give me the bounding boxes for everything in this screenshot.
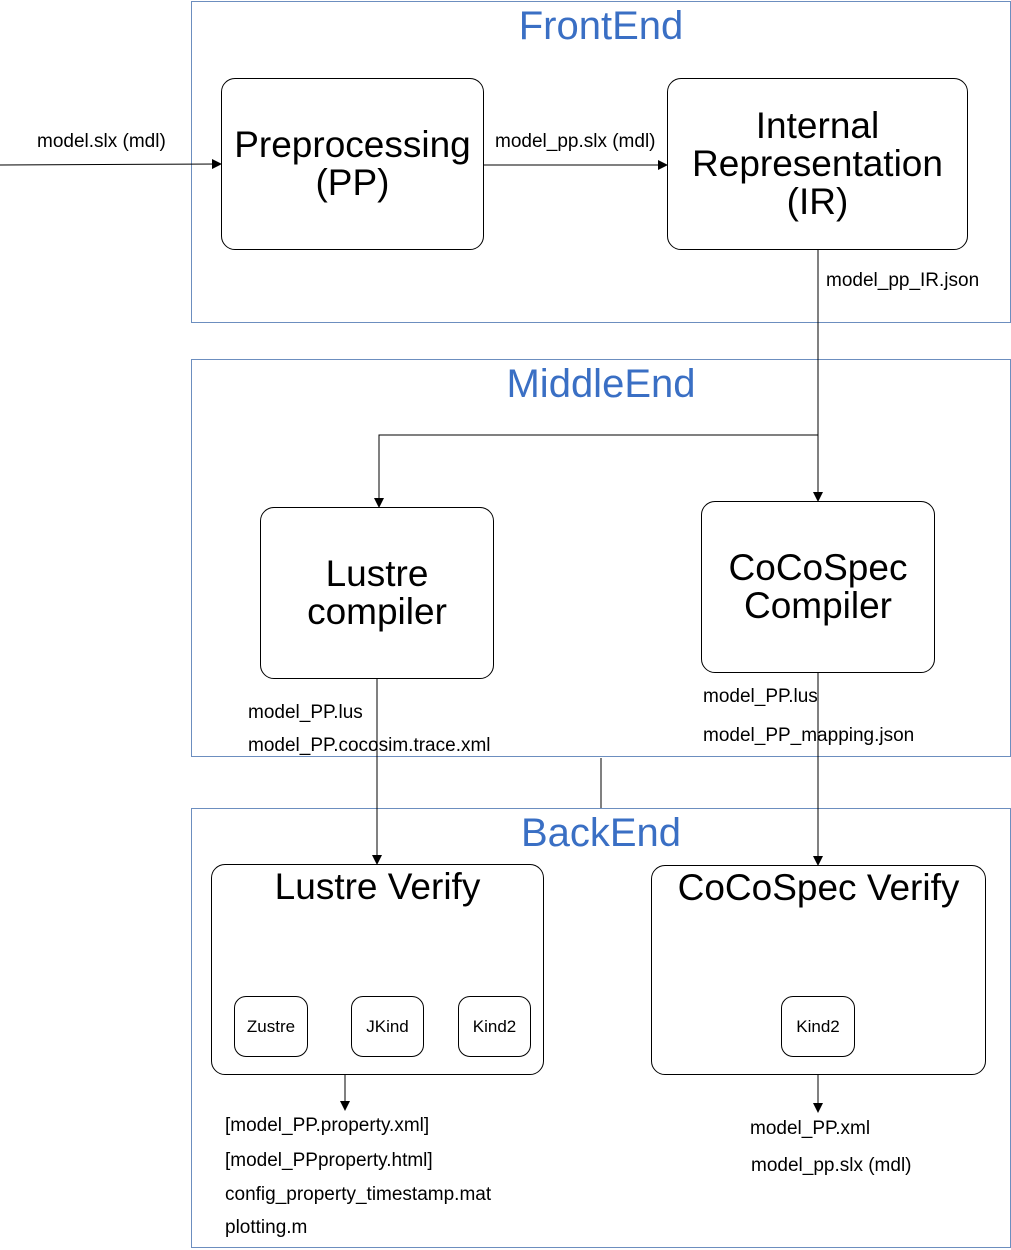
tool-kind2: Kind2	[781, 996, 855, 1057]
lustre-verify-box: Lustre Verify Zustre JKind Kind2	[211, 864, 544, 1075]
cocospec-compiler-label: CoCoSpec Compiler	[728, 547, 908, 626]
middleend-section: MiddleEnd	[191, 359, 1011, 757]
preprocessing-box: Preprocessing (PP)	[221, 78, 484, 250]
cocospec-compiler-box: CoCoSpec Compiler	[701, 501, 935, 673]
cocospec-output-file: model_PP_mapping.json	[703, 725, 915, 746]
lustre-verify-output: [model_PPproperty.html]	[225, 1150, 433, 1171]
lustre-compiler-label: Lustre compiler	[307, 553, 447, 632]
backend-section: BackEnd	[191, 808, 1011, 1248]
input-label: model.slx (mdl)	[37, 131, 166, 152]
ir-label: Internal Representation (IR)	[692, 105, 943, 222]
ir-output-label: model_pp_IR.json	[826, 270, 980, 291]
frontend-title: FrontEnd	[518, 4, 684, 48]
lustre-output-file: model_PP.lus	[248, 702, 363, 723]
preprocessing-label: Preprocessing (PP)	[234, 124, 471, 203]
backend-title: BackEnd	[520, 811, 682, 855]
tool-kind2: Kind2	[458, 996, 531, 1057]
frontend-section: FrontEnd	[191, 1, 1011, 323]
middleend-title: MiddleEnd	[506, 362, 696, 406]
pp-output-label: model_pp.slx (mdl)	[495, 131, 656, 152]
ir-to-lustre-arrow	[374, 434, 818, 508]
lustre-compiler-box: Lustre compiler	[260, 507, 494, 679]
lustre-verify-output: config_property_timestamp.mat	[225, 1184, 492, 1205]
tool-jkind: JKind	[351, 996, 424, 1057]
cocospec-verify-box: CoCoSpec Verify Kind2	[651, 865, 986, 1075]
lustre-verify-output: [model_PP.property.xml]	[225, 1115, 430, 1136]
cocospec-verify-output: model_PP.xml	[750, 1118, 871, 1139]
lustre-output-file: model_PP.cocosim.trace.xml	[248, 735, 491, 756]
cocospec-verify-output: model_pp.slx (mdl)	[751, 1155, 912, 1176]
tool-zustre: Zustre	[234, 996, 308, 1057]
lustre-verify-title: Lustre Verify	[274, 866, 481, 907]
cocospec-verify-title: CoCoSpec Verify	[677, 867, 960, 908]
input-arrow	[0, 159, 222, 170]
lustre-verify-output: plotting.m	[225, 1217, 308, 1238]
ir-box: Internal Representation (IR)	[667, 78, 968, 250]
cocospec-output-file: model_PP.lus	[703, 686, 818, 707]
